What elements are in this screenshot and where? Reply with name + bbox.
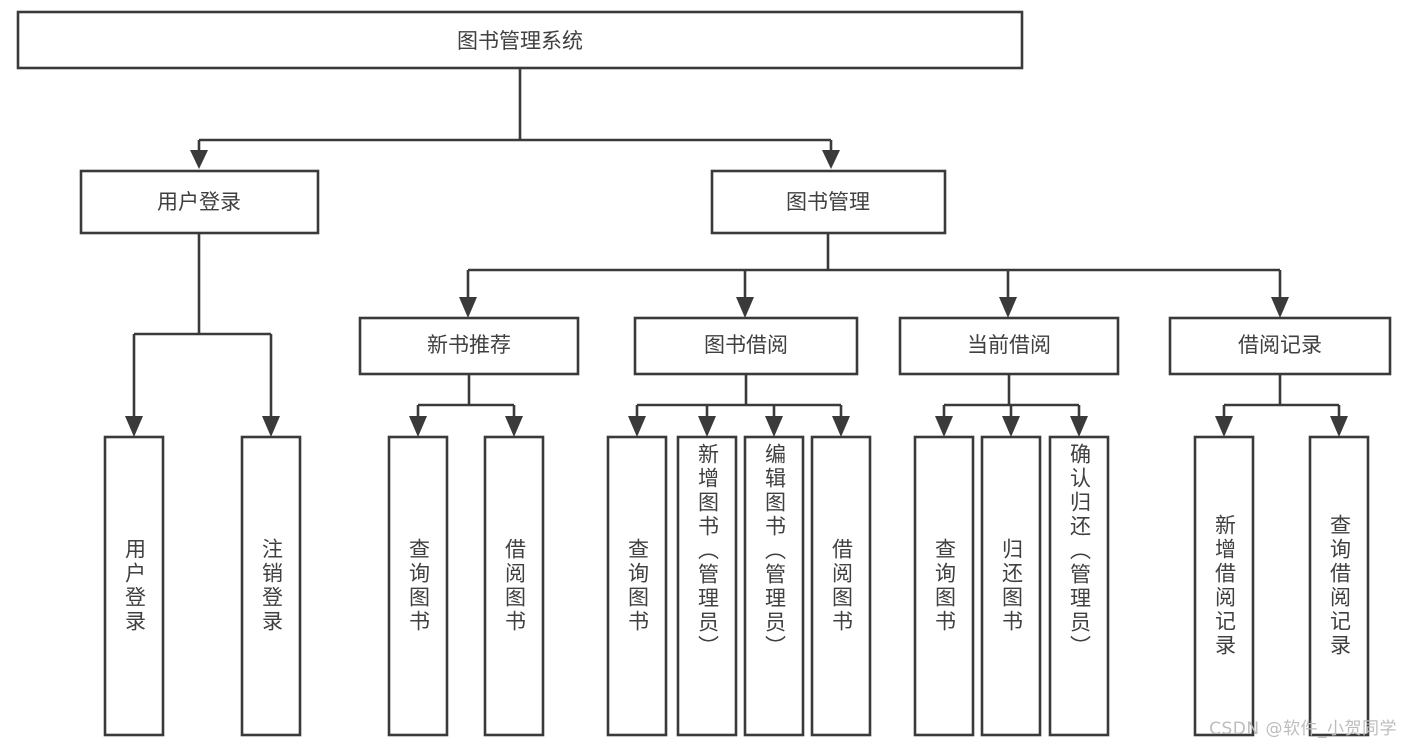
root-label: 图书管理系统 [457, 29, 583, 53]
connector-user-login-children [125, 233, 280, 437]
user-login-box[interactable] [79, 169, 320, 235]
leaf-box-query-book-3[interactable] [913, 435, 975, 737]
arrow-to-new-book-rec [459, 297, 477, 318]
node-book-manage[interactable]: 图书管理 [710, 169, 947, 235]
current-borrow-box[interactable] [898, 316, 1120, 376]
leaf-box-query-book-2[interactable] [606, 435, 668, 737]
book-manage-label: 图书管理 [786, 190, 870, 214]
leaf-box-user-logout[interactable] [240, 435, 302, 737]
new-book-rec-box[interactable] [358, 316, 580, 376]
connector-current-borrow-children [935, 374, 1088, 437]
connector-root-bus [190, 68, 840, 169]
leaf-box-borrow-book-2[interactable] [810, 435, 872, 737]
arrow-to-leaf-user-login [125, 416, 143, 437]
leaf-box-edit-book[interactable] [743, 435, 805, 737]
node-root[interactable]: 图书管理系统 [16, 10, 1024, 70]
arrow-to-leaf-user-logout [262, 416, 280, 437]
leaf-box-add-book[interactable] [676, 435, 738, 737]
arrow-to-leaf-borrow-book-1 [505, 416, 523, 437]
leaf-box-confirm-return[interactable] [1048, 435, 1110, 737]
arrow-to-leaf-query-book-1 [409, 416, 427, 437]
arrow-to-leaf-return-book [1002, 416, 1020, 437]
connector-book-manage-children [459, 233, 1289, 318]
leaf-box-query-book-1[interactable] [387, 435, 449, 737]
node-borrow-record[interactable]: 借阅记录 [1168, 316, 1392, 376]
arrow-to-leaf-borrow-book-2 [832, 416, 850, 437]
arrow-to-book-borrow [736, 297, 754, 318]
borrow-record-label: 借阅记录 [1238, 333, 1322, 357]
arrow-to-leaf-query-book-2 [628, 416, 646, 437]
new-book-rec-label: 新书推荐 [427, 333, 511, 357]
root-box[interactable] [16, 10, 1024, 70]
current-borrow-label: 当前借阅 [967, 333, 1051, 357]
arrow-to-book-manage [822, 150, 840, 169]
leaf-box-user-login[interactable] [103, 435, 165, 737]
arrow-to-leaf-query-record [1330, 416, 1348, 437]
connector-book-borrow-children [628, 374, 850, 437]
node-book-borrow[interactable]: 图书借阅 [633, 316, 859, 376]
user-login-label: 用户登录 [157, 190, 241, 214]
node-new-book-rec[interactable]: 新书推荐 [358, 316, 580, 376]
arrow-to-borrow-record [1271, 297, 1289, 318]
arrow-to-user-login [190, 150, 208, 169]
leaf-box-borrow-book-1[interactable] [483, 435, 545, 737]
watermark-text: CSDN @软件_小贺同学 [1209, 719, 1397, 739]
book-borrow-label: 图书借阅 [704, 333, 788, 357]
node-current-borrow[interactable]: 当前借阅 [898, 316, 1120, 376]
node-user-login[interactable]: 用户登录 [79, 169, 320, 235]
arrow-to-leaf-edit-book [765, 416, 783, 437]
arrow-to-leaf-query-book-3 [935, 416, 953, 437]
connector-new-book-rec-children [409, 374, 523, 437]
arrow-to-leaf-add-record [1215, 416, 1233, 437]
leaf-box-return-book[interactable] [980, 435, 1042, 737]
leaf-box-add-record[interactable] [1193, 435, 1255, 737]
arrow-to-current-borrow [999, 297, 1017, 318]
connector-borrow-record-children [1215, 374, 1348, 437]
arrow-to-leaf-confirm-return [1070, 416, 1088, 437]
arrow-to-leaf-add-book [698, 416, 716, 437]
leaf-box-query-record[interactable] [1308, 435, 1370, 737]
